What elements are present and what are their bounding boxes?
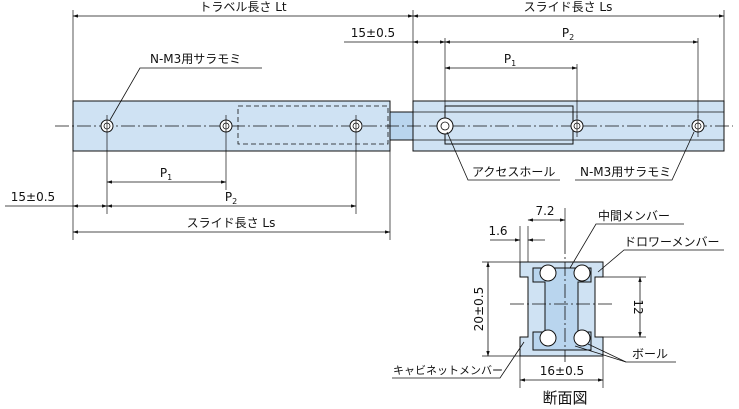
p2-top-label: P2: [562, 26, 574, 42]
middle-member-label: 中間メンバー: [598, 208, 670, 223]
screw-left-label: N-M3用サラモミ: [150, 52, 241, 66]
travel-length-label: トラベル長さ Lt: [199, 0, 287, 14]
cabinet-member-label: キャビネットメンバー: [393, 364, 503, 377]
p1-top-label: P1: [504, 52, 516, 68]
leader-screw-left: [109, 67, 262, 121]
access-hole: [436, 117, 454, 135]
ball-label: ボール: [632, 347, 668, 361]
leader-screw-right: [575, 131, 695, 181]
offset-top-label: 15±0.5: [351, 26, 395, 40]
slide-length-top-label: スライド長さ Ls: [524, 0, 613, 14]
cross-section: [510, 240, 612, 362]
screw-hole-4: [570, 115, 584, 137]
dim-7-2-label: 7.2: [535, 204, 554, 218]
access-hole-label: アクセスホール: [472, 165, 555, 179]
screw-hole-2: [219, 115, 233, 137]
leader-cabinet-member: [392, 341, 525, 379]
drawer-member-label: ドロワーメンバー: [624, 235, 720, 249]
screw-right-label: N-M3用サラモミ: [580, 165, 671, 179]
dim-16-label: 16±0.5: [540, 364, 584, 378]
offset-left-label: 15±0.5: [11, 190, 55, 204]
leader-drawer-member: [597, 249, 724, 273]
p2-bottom-label: P2: [225, 190, 237, 206]
dim-1-6-label: 1.6: [488, 224, 507, 238]
section-title: 断面図: [542, 389, 587, 407]
hidden-outline: [237, 105, 389, 145]
screw-hole-3: [349, 115, 363, 137]
leader-access-hole: [446, 131, 560, 181]
dim-20-label: 20±0.5: [472, 287, 486, 331]
slide-length-bottom-label: スライド長さ Ls: [187, 216, 276, 230]
screw-hole-5: [691, 115, 705, 137]
dim-12-label: 12: [631, 299, 645, 314]
screw-hole-1: [100, 115, 114, 137]
p1-bottom-label: P1: [160, 166, 172, 182]
leader-middle-member: [569, 223, 684, 269]
leader-ball-2: [574, 345, 627, 363]
